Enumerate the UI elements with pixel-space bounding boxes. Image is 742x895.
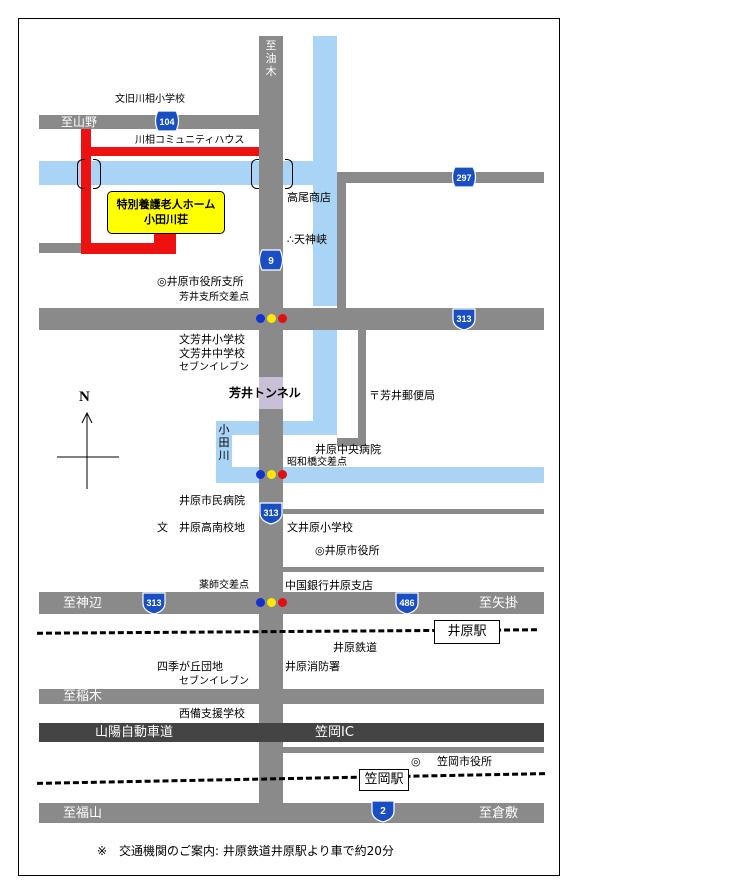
sanyo-expressway: [39, 723, 544, 742]
label-kasaoka-city-hall: 笠岡市役所: [437, 755, 492, 768]
route-bottom: [81, 243, 176, 254]
facility-name-line2: 小田川荘: [144, 213, 188, 226]
label-yakushi-cross: 薬師交差点: [199, 580, 249, 591]
route-297-shield: 297: [451, 166, 477, 188]
bridge-mid-l: [93, 159, 101, 189]
compass-arrow-icon: [57, 411, 119, 489]
route-313-shield-middle: 313: [259, 502, 283, 525]
signal-yoshii: [254, 312, 290, 326]
expressway-name: 山陽自動車道: [95, 725, 174, 740]
road-upper-west-stub: [39, 243, 101, 253]
svg-text:2: 2: [380, 806, 386, 817]
label-central-hospital: 井原中央病院: [315, 443, 381, 456]
label-showabashi-cross: 昭和橋交差点: [287, 457, 347, 468]
route-486-shield: 486: [395, 592, 419, 615]
bridge-mid-r: [251, 159, 259, 189]
road-post-office-h: [337, 438, 366, 446]
svg-text:297: 297: [456, 173, 471, 183]
label-ibara-railway: 井原鉄道: [333, 641, 377, 654]
bridge-left: [77, 159, 85, 189]
odagawa-horizontal: [216, 467, 544, 483]
route-top: [81, 147, 259, 156]
label-saibi-school: 西備支援学校: [179, 707, 245, 720]
route-2-shield: 2: [371, 800, 395, 823]
label-minami-high: 井原高南校地: [179, 521, 245, 534]
road-inaki: [39, 689, 544, 704]
label-fire-station: 井原消防署: [285, 660, 340, 673]
label-seven-eleven-1: セブンイレブン: [179, 362, 249, 373]
label-tenjinkyo: ∴天神峡: [287, 233, 327, 246]
route-104-shield: 104: [154, 110, 180, 132]
label-chugoku-bank: 中国銀行井原支店: [285, 579, 373, 592]
road-route2: [39, 803, 544, 823]
dir-kannabe: 至神辺: [63, 596, 103, 611]
jr-sanyo-line: [37, 772, 545, 785]
route-313-shield-upper: 313: [452, 308, 476, 331]
road-297-vertical: [337, 172, 346, 308]
facility-box: 特別養護老人ホーム 小田川荘: [107, 191, 225, 234]
road-post-office: [358, 330, 366, 446]
tunnel-label: 芳井トンネル: [229, 386, 301, 400]
label-post-office: 〒芳井郵便局: [369, 389, 435, 402]
label-kasaoka-city-hall-mark: ◎: [411, 755, 421, 768]
svg-text:313: 313: [263, 508, 278, 518]
route-9-shield: 9: [258, 249, 284, 271]
label-seven-eleven-2: セブンイレブン: [179, 676, 249, 687]
kasaoka-station: 笠岡駅: [359, 769, 409, 791]
road-kasaoka-minor: [283, 747, 544, 753]
route-stub: [154, 232, 176, 254]
footer-note: ※ 交通機関のご案内: 井原鉄道井原駅より車で約20分: [97, 844, 394, 858]
dir-inaki: 至稲木: [63, 689, 103, 704]
dir-yuki: 至油木: [265, 39, 277, 78]
road-east-minor-1: [283, 509, 544, 514]
dir-yamano: 至山野: [61, 115, 98, 129]
main-road-ns: [259, 36, 283, 803]
label-ibara-elem: 文井原小学校: [287, 521, 353, 534]
label-city-branch: ◎井原市役所支所: [157, 275, 244, 288]
ibara-station: 井原駅: [434, 620, 500, 644]
road-313-lower: [39, 592, 544, 614]
label-takao-shop: 高尾商店: [287, 191, 331, 204]
road-313-upper: [39, 308, 544, 330]
tunnel-marker: [259, 377, 283, 409]
dir-fukuyama: 至福山: [63, 806, 103, 821]
signal-showabashi: [254, 468, 290, 482]
road-297: [337, 172, 544, 183]
label-city-hospital: 井原市民病院: [179, 494, 245, 507]
map-frame: 特別養護老人ホーム 小田川荘 芳井トンネル 井原駅 笠岡駅 104 297 9 …: [18, 18, 560, 876]
odagawa-vertical: [216, 421, 232, 483]
svg-text:313: 313: [456, 314, 471, 324]
label-city-hall: ◎井原市役所: [315, 544, 380, 557]
dir-yakake: 至矢掛: [479, 596, 519, 611]
label-yoshii-junior: 文芳井中学校: [179, 347, 245, 360]
label-minami-high-mark: 文: [157, 521, 168, 534]
signal-yakushi: [254, 596, 290, 610]
expressway-ic: 笠岡IC: [315, 725, 354, 740]
route-vertical: [81, 129, 91, 254]
road-east-minor-2: [283, 567, 544, 572]
svg-text:9: 9: [268, 256, 274, 267]
facility-name-line1: 特別養護老人ホーム: [116, 198, 216, 211]
compass-n: N: [79, 389, 90, 405]
label-yoshii-branch-cross: 芳井支所交差点: [179, 292, 249, 303]
label-school-kawai: 文旧川相小学校: [115, 94, 185, 105]
label-shikigaoka: 四季が丘団地: [157, 660, 223, 673]
label-yoshii-elem: 文芳井小学校: [179, 333, 245, 346]
odagawa-label: 小田川: [218, 423, 230, 462]
dir-kurashiki: 至倉敷: [479, 806, 519, 821]
svg-text:313: 313: [146, 598, 161, 608]
bridge-right: [285, 159, 293, 189]
route-313-shield-lower: 313: [142, 592, 166, 615]
svg-text:104: 104: [159, 117, 174, 127]
svg-text:486: 486: [399, 598, 414, 608]
label-community-house: 川相コミュニティハウス: [135, 135, 245, 146]
